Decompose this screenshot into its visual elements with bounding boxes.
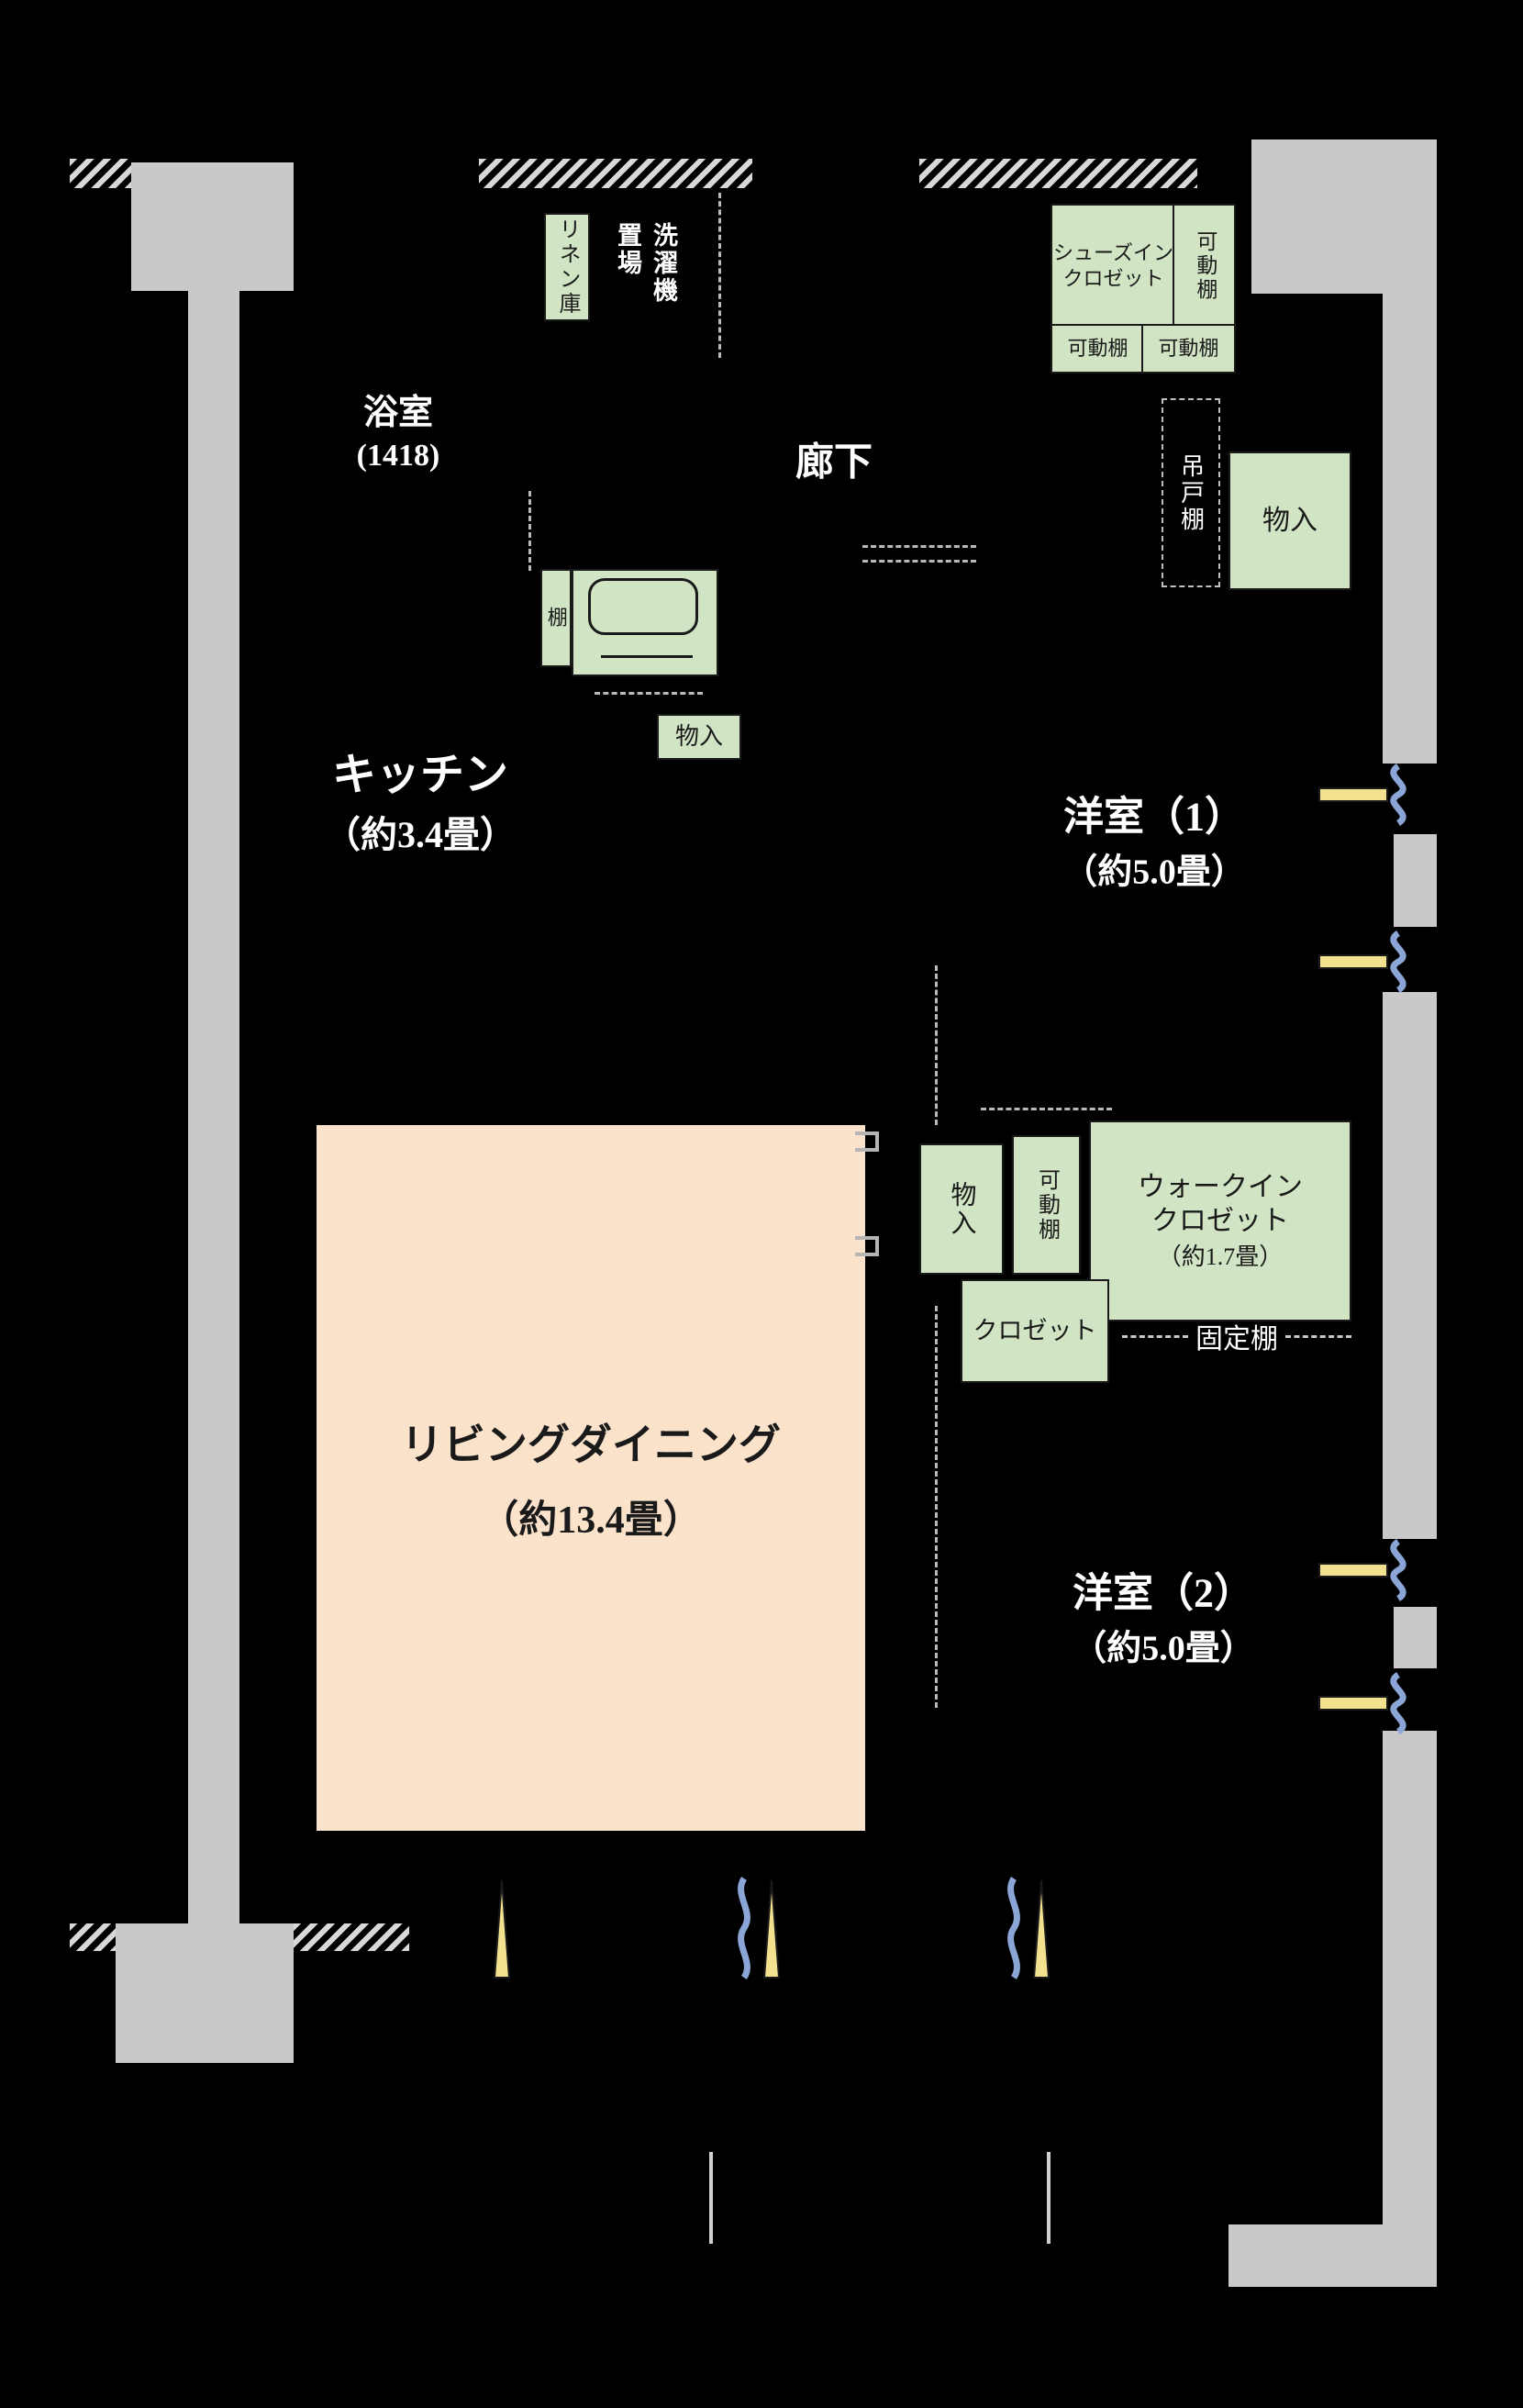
shoe-in-closet-box: シューズイン クロゼット [1051, 204, 1176, 328]
room-size: （約5.0畳） [1062, 853, 1246, 892]
wall-bottom-right [1228, 2224, 1437, 2287]
vanity-box [572, 569, 718, 676]
bedroom2-boundary-dashed-line-lower [935, 1306, 938, 1708]
balcony-door-symbol-1 [493, 1879, 511, 1979]
curtain-icon [738, 1877, 750, 1979]
door-leaf-icon [1032, 1879, 1051, 1979]
closet-box: クロゼット [961, 1279, 1109, 1383]
wall-right-middle [1383, 992, 1437, 1539]
laundry-space-label: 洗濯機 置場 [614, 222, 677, 305]
wall-right-window1-pier [1394, 834, 1437, 927]
window-symbol-2 [1318, 931, 1406, 993]
window-symbol-3 [1318, 1539, 1406, 1601]
room-label-western1: 洋室（1） （約5.0畳） [1062, 791, 1246, 897]
storage-box-entrance: 物入 [1228, 452, 1351, 590]
window-frame-icon [1318, 1696, 1388, 1711]
balcony-door-symbol-2 [738, 1877, 781, 1979]
room-name: 洋室（2） [1072, 1570, 1254, 1616]
hanging-cabinet-box: 吊戸棚 [1162, 398, 1220, 587]
room-label-western2: 洋室（2） （約5.0畳） [1072, 1567, 1255, 1673]
wall-right-upper [1383, 294, 1437, 764]
entrance-step-dashed-line-1 [862, 545, 976, 548]
movable-shelf-box-bedroom2: 可動棚 [1012, 1135, 1081, 1275]
wall-right-window2-pier [1394, 1607, 1437, 1668]
storage-box-kitchen: 物入 [657, 714, 741, 760]
window-frame-icon [1318, 787, 1388, 802]
movable-shelf-box-shoe-bottom-1: 可動棚 [1051, 324, 1145, 373]
walk-in-closet-box: ウォークイン クロゼット （約1.7畳） [1089, 1120, 1351, 1321]
room-name: 洋室（1） [1062, 794, 1245, 840]
living-dining-area: リビングダイニング （約13.4畳） [317, 1125, 865, 1831]
wall-right-lower [1383, 1731, 1437, 2287]
kitchen-storage-dashed-line [595, 692, 703, 695]
window-frame-icon [1318, 954, 1388, 969]
hatched-wall-top-left [70, 159, 132, 188]
movable-shelf-box-shoe-bottom-2: 可動棚 [1141, 324, 1236, 373]
movable-shelf-box-shoe-right: 可動棚 [1173, 204, 1236, 328]
balcony-partition-line-1 [709, 2152, 713, 2244]
window-symbol-1 [1318, 764, 1406, 826]
door-leaf-icon [493, 1879, 511, 1979]
walk-in-closet-label: ウォークイン クロゼット [1138, 1171, 1303, 1237]
bedroom2-boundary-dashed-line-upper [935, 965, 938, 1125]
curtain-icon [1390, 1539, 1406, 1601]
balcony-door-symbol-3 [1007, 1877, 1051, 1979]
shelf-box: 棚 [540, 569, 572, 667]
room-size: （約5.0畳） [1072, 1629, 1255, 1668]
fixed-shelf-dash-right [1285, 1334, 1351, 1338]
hatched-wall-bottom-left-outer [70, 1923, 116, 1951]
curtain-icon [1390, 1672, 1406, 1734]
room-size: （約13.4畳） [480, 1499, 702, 1542]
window-frame-icon [1318, 1563, 1388, 1577]
curtain-icon [1007, 1877, 1020, 1979]
room-label-bathroom: 浴室 (1418) [357, 391, 440, 477]
room-size: (1418) [356, 439, 440, 474]
wall-block-top-left [131, 162, 294, 291]
room-size: （約3.4畳） [324, 814, 517, 856]
fixed-shelf-dash-left [1122, 1334, 1188, 1338]
hatched-wall-bottom-left-inner [294, 1923, 409, 1951]
room-name: キッチン [331, 750, 508, 799]
door-stop-mark-1 [855, 1132, 879, 1152]
room-name: 浴室 [362, 394, 433, 433]
curtain-icon [1390, 764, 1406, 826]
wall-block-bottom-left [116, 1923, 294, 2063]
fixed-shelf-strip: 固定棚 [1115, 1316, 1359, 1356]
door-leaf-icon [762, 1879, 781, 1979]
window-symbol-4 [1318, 1672, 1406, 1734]
walk-in-closet-size: （約1.7畳） [1157, 1243, 1284, 1270]
entrance-step-dashed-line-2 [862, 560, 976, 563]
room-label-kitchen: キッチン （約3.4畳） [324, 747, 517, 859]
vanity-counter-edge [601, 655, 693, 658]
room-label-hallway: 廊下 [795, 441, 873, 485]
vanity-basin-icon [588, 578, 698, 635]
balcony-partition-line-2 [1047, 2152, 1051, 2244]
storage-box-bedroom2: 物入 [919, 1143, 1004, 1275]
washroom-dashed-line [528, 491, 531, 571]
wall-left [188, 291, 239, 1923]
door-stop-mark-2 [855, 1236, 879, 1256]
room-name: リビングダイニング [401, 1421, 781, 1468]
hatched-wall-top-center [479, 159, 752, 188]
wall-block-top-right [1251, 139, 1437, 294]
hatched-wall-top-right [919, 159, 1197, 188]
fixed-shelf-label: 固定棚 [1195, 1324, 1278, 1354]
laundry-boundary-dashed-line [718, 193, 721, 358]
closet-top-dashed-line [981, 1108, 1112, 1110]
curtain-icon [1390, 931, 1406, 993]
linen-closet-box: リネン庫 [544, 213, 590, 321]
